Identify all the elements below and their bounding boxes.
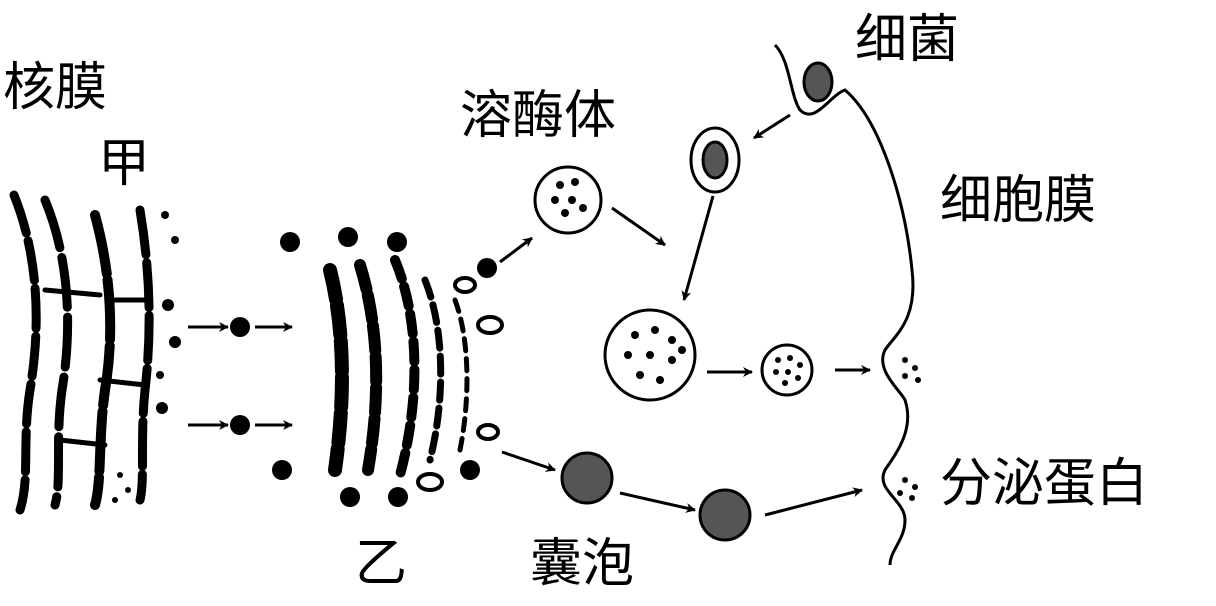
endoplasmic-reticulum — [9, 190, 154, 515]
transport-vesicles — [230, 317, 250, 435]
bacterium — [802, 61, 834, 103]
label-jia: 甲 — [98, 134, 151, 194]
label-bacterium: 细菌 — [855, 10, 960, 70]
secondary-lysosome — [603, 308, 697, 402]
golgi-apparatus — [323, 255, 504, 492]
label-vesicle: 囊泡 — [530, 534, 635, 594]
exocytosis-dots — [897, 357, 921, 501]
label-lysosome: 溶酶体 — [460, 86, 617, 146]
arrows — [188, 113, 871, 517]
phagosome — [689, 126, 741, 194]
label-cell-membrane: 细胞膜 — [940, 171, 1097, 231]
label-nuclear-membrane: 核膜 — [3, 58, 108, 118]
lysosome — [533, 165, 603, 235]
label-secreted-protein: 分泌蛋白 — [940, 454, 1149, 514]
label-yi: 乙 — [355, 534, 408, 594]
ribosome-dots — [112, 211, 181, 503]
golgi-vesicle-dots — [272, 227, 497, 507]
secretory-vesicle — [698, 488, 752, 542]
secretory-vesicle — [560, 451, 614, 505]
residual-body — [760, 343, 814, 397]
cell-membrane — [773, 43, 915, 566]
